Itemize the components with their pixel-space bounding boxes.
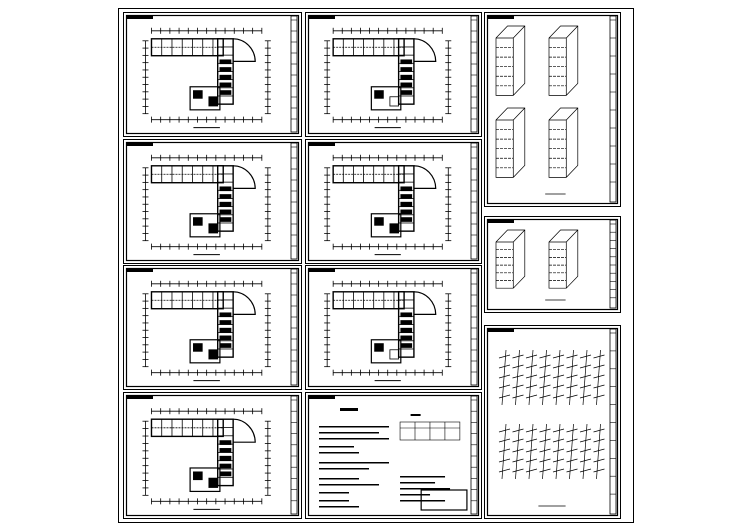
- floor-plan: [142, 27, 271, 129]
- floor-plan: [142, 280, 271, 382]
- isometric-pipe-diagram: [495, 229, 579, 301]
- sheet-floor-plan-1[interactable]: [123, 12, 302, 137]
- sheet-isometric-1[interactable]: [484, 12, 621, 207]
- sheet-isometric-2[interactable]: [484, 216, 621, 313]
- design-notes: [319, 408, 451, 508]
- sheet-floor-plan-3[interactable]: [123, 139, 302, 264]
- sheet-floor-plan-7[interactable]: [123, 392, 302, 519]
- outer-frame: [118, 8, 634, 523]
- isometric-pipe-diagram: [495, 25, 579, 195]
- sheet-floor-plan-6[interactable]: [305, 265, 482, 390]
- floor-plan: [324, 154, 452, 256]
- legend-table: [399, 421, 461, 441]
- sheet-floor-plan-4[interactable]: [305, 139, 482, 264]
- floor-plan: [142, 408, 271, 510]
- floor-plan: [142, 154, 271, 256]
- sheet-riser-diagrams[interactable]: [484, 325, 621, 519]
- sheet-floor-plan-2[interactable]: [305, 12, 482, 137]
- floor-plan: [324, 280, 452, 382]
- riser-diagrams: [498, 349, 605, 507]
- floor-plan: [324, 27, 452, 129]
- sheet-floor-plan-5[interactable]: [123, 265, 302, 390]
- sheet-design-notes[interactable]: [305, 392, 482, 519]
